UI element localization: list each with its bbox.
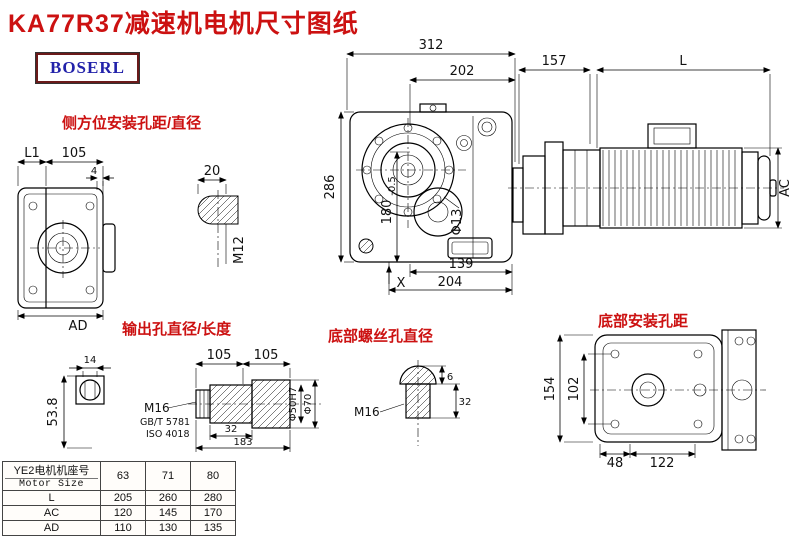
dim-154: 154 (543, 377, 558, 402)
annotation-bottom-mount-holes: 底部安装孔距 (598, 313, 689, 330)
dim-32-screw: 32 (459, 397, 472, 408)
dim-157: 157 (542, 54, 567, 69)
value-AD-80: 135 (190, 520, 236, 536)
output-bore-circle (413, 187, 463, 237)
terminal-box (647, 123, 697, 149)
value-AD-63: 110 (100, 520, 146, 536)
dim-20: 20 (204, 164, 221, 179)
drain-plug-circle (358, 238, 374, 254)
gearbox-bottom-view: 154 102 48 122 (543, 329, 766, 471)
motor-size-label-cn: YE2电机机座号 (13, 465, 90, 477)
dim-180-tolerance: -0.5 (387, 176, 398, 196)
motor-size-header-cell: YE2电机机座号 Motor Size (2, 461, 101, 491)
gearbox-front-view: 312 202 286 180 -0.5 Φ13 139 (323, 38, 516, 295)
screw-head-shape (399, 365, 437, 385)
dim-6: 6 (447, 372, 453, 383)
shaft-dimensions: 105 105 M16 GB/T 5781 ISO 4018 32 183 Φ5… (140, 348, 319, 452)
value-AC-63: 120 (100, 505, 146, 521)
size-column-63: 63 (100, 461, 146, 491)
dim-bottom-M16: M16 (354, 405, 380, 419)
dim-M12: M12 (232, 236, 247, 264)
table-header-row: YE2电机机座号 Motor Size 63 71 80 (2, 461, 236, 491)
dim-139: 139 (449, 257, 474, 272)
dim-102: 102 (567, 377, 582, 402)
dim-105b: 105 (254, 348, 279, 363)
dim-53-8: 53.8 (46, 398, 61, 427)
value-L-71: 260 (145, 490, 191, 506)
flange-bolt-holes (362, 123, 454, 217)
dim-shaft-M16: M16 (144, 401, 170, 415)
dim-motor-AC: AC (778, 179, 793, 197)
dim-AD: AD (69, 319, 88, 334)
value-L-80: 280 (190, 490, 236, 506)
annotation-side-mount-holes: 侧方位安装孔距/直径 (62, 115, 202, 132)
standard-gb: GB/T 5781 (140, 417, 190, 428)
dim-105-side: 105 (62, 146, 87, 161)
value-AC-71: 145 (145, 505, 191, 521)
page-title: KA77R37减速机电机尺寸图纸 (8, 10, 359, 38)
brand-logo: BOSERL (35, 52, 140, 84)
dim-X: X (397, 276, 406, 291)
dim-180: 180 (380, 200, 395, 225)
table-row-AC: AC 120 145 170 (2, 505, 236, 521)
dim-105a: 105 (207, 348, 232, 363)
motor-dimensions: 157 L AC (518, 54, 793, 229)
bottom-screw-detail: 6 32 M16 (354, 360, 471, 446)
value-AD-71: 130 (145, 520, 191, 536)
motor-size-table: YE2电机机座号 Motor Size 63 71 80 L 205 260 2… (2, 461, 236, 536)
row-label-L: L (2, 490, 101, 506)
dim-14: 14 (84, 355, 97, 366)
standard-iso: ISO 4018 (146, 429, 190, 440)
size-column-71: 71 (145, 461, 191, 491)
side-mount-hole-detail: 20 M12 (197, 164, 247, 268)
dim-48: 48 (607, 456, 624, 471)
table-row-AD: AD 110 130 135 (2, 520, 236, 536)
dim-312: 312 (419, 38, 444, 53)
front-view-dimensions: 312 202 286 180 -0.5 Φ13 139 (323, 38, 516, 295)
row-label-AC: AC (2, 505, 101, 521)
dim-122: 122 (650, 456, 675, 471)
dim-286: 286 (323, 175, 338, 200)
dim-183: 183 (233, 437, 252, 448)
output-shaft-detail: 14 53.8 105 105 M16 GB/T 5781 (46, 348, 322, 452)
gearbox-side-view: L1 105 4 AD (17, 146, 116, 334)
dim-32-shaft: 32 (225, 424, 238, 435)
annotation-bottom-screw-hole: 底部螺丝孔直径 (328, 328, 434, 345)
motor-side-view: 157 L AC (508, 54, 793, 235)
dim-202: 202 (450, 64, 475, 79)
dim-phi50: Φ50H7 (288, 387, 299, 421)
dim-4: 4 (91, 166, 97, 177)
row-label-AD: AD (2, 520, 101, 536)
bottom-view-dimensions: 154 102 48 122 (543, 334, 696, 471)
dim-L1: L1 (24, 146, 40, 161)
size-column-80: 80 (190, 461, 236, 491)
dim-204: 204 (438, 275, 463, 290)
dim-phi13: Φ13 (450, 209, 465, 236)
dim-phi70: Φ70 (303, 394, 314, 415)
annotation-output-hole: 输出孔直径/长度 (122, 321, 232, 338)
table-row-L: L 205 260 280 (2, 490, 236, 506)
dim-motor-L: L (679, 54, 687, 69)
motor-size-label-en: Motor Size (5, 478, 98, 490)
value-AC-80: 170 (190, 505, 236, 521)
side-view-dimensions: L1 105 4 AD (17, 146, 114, 334)
value-L-63: 205 (100, 490, 146, 506)
